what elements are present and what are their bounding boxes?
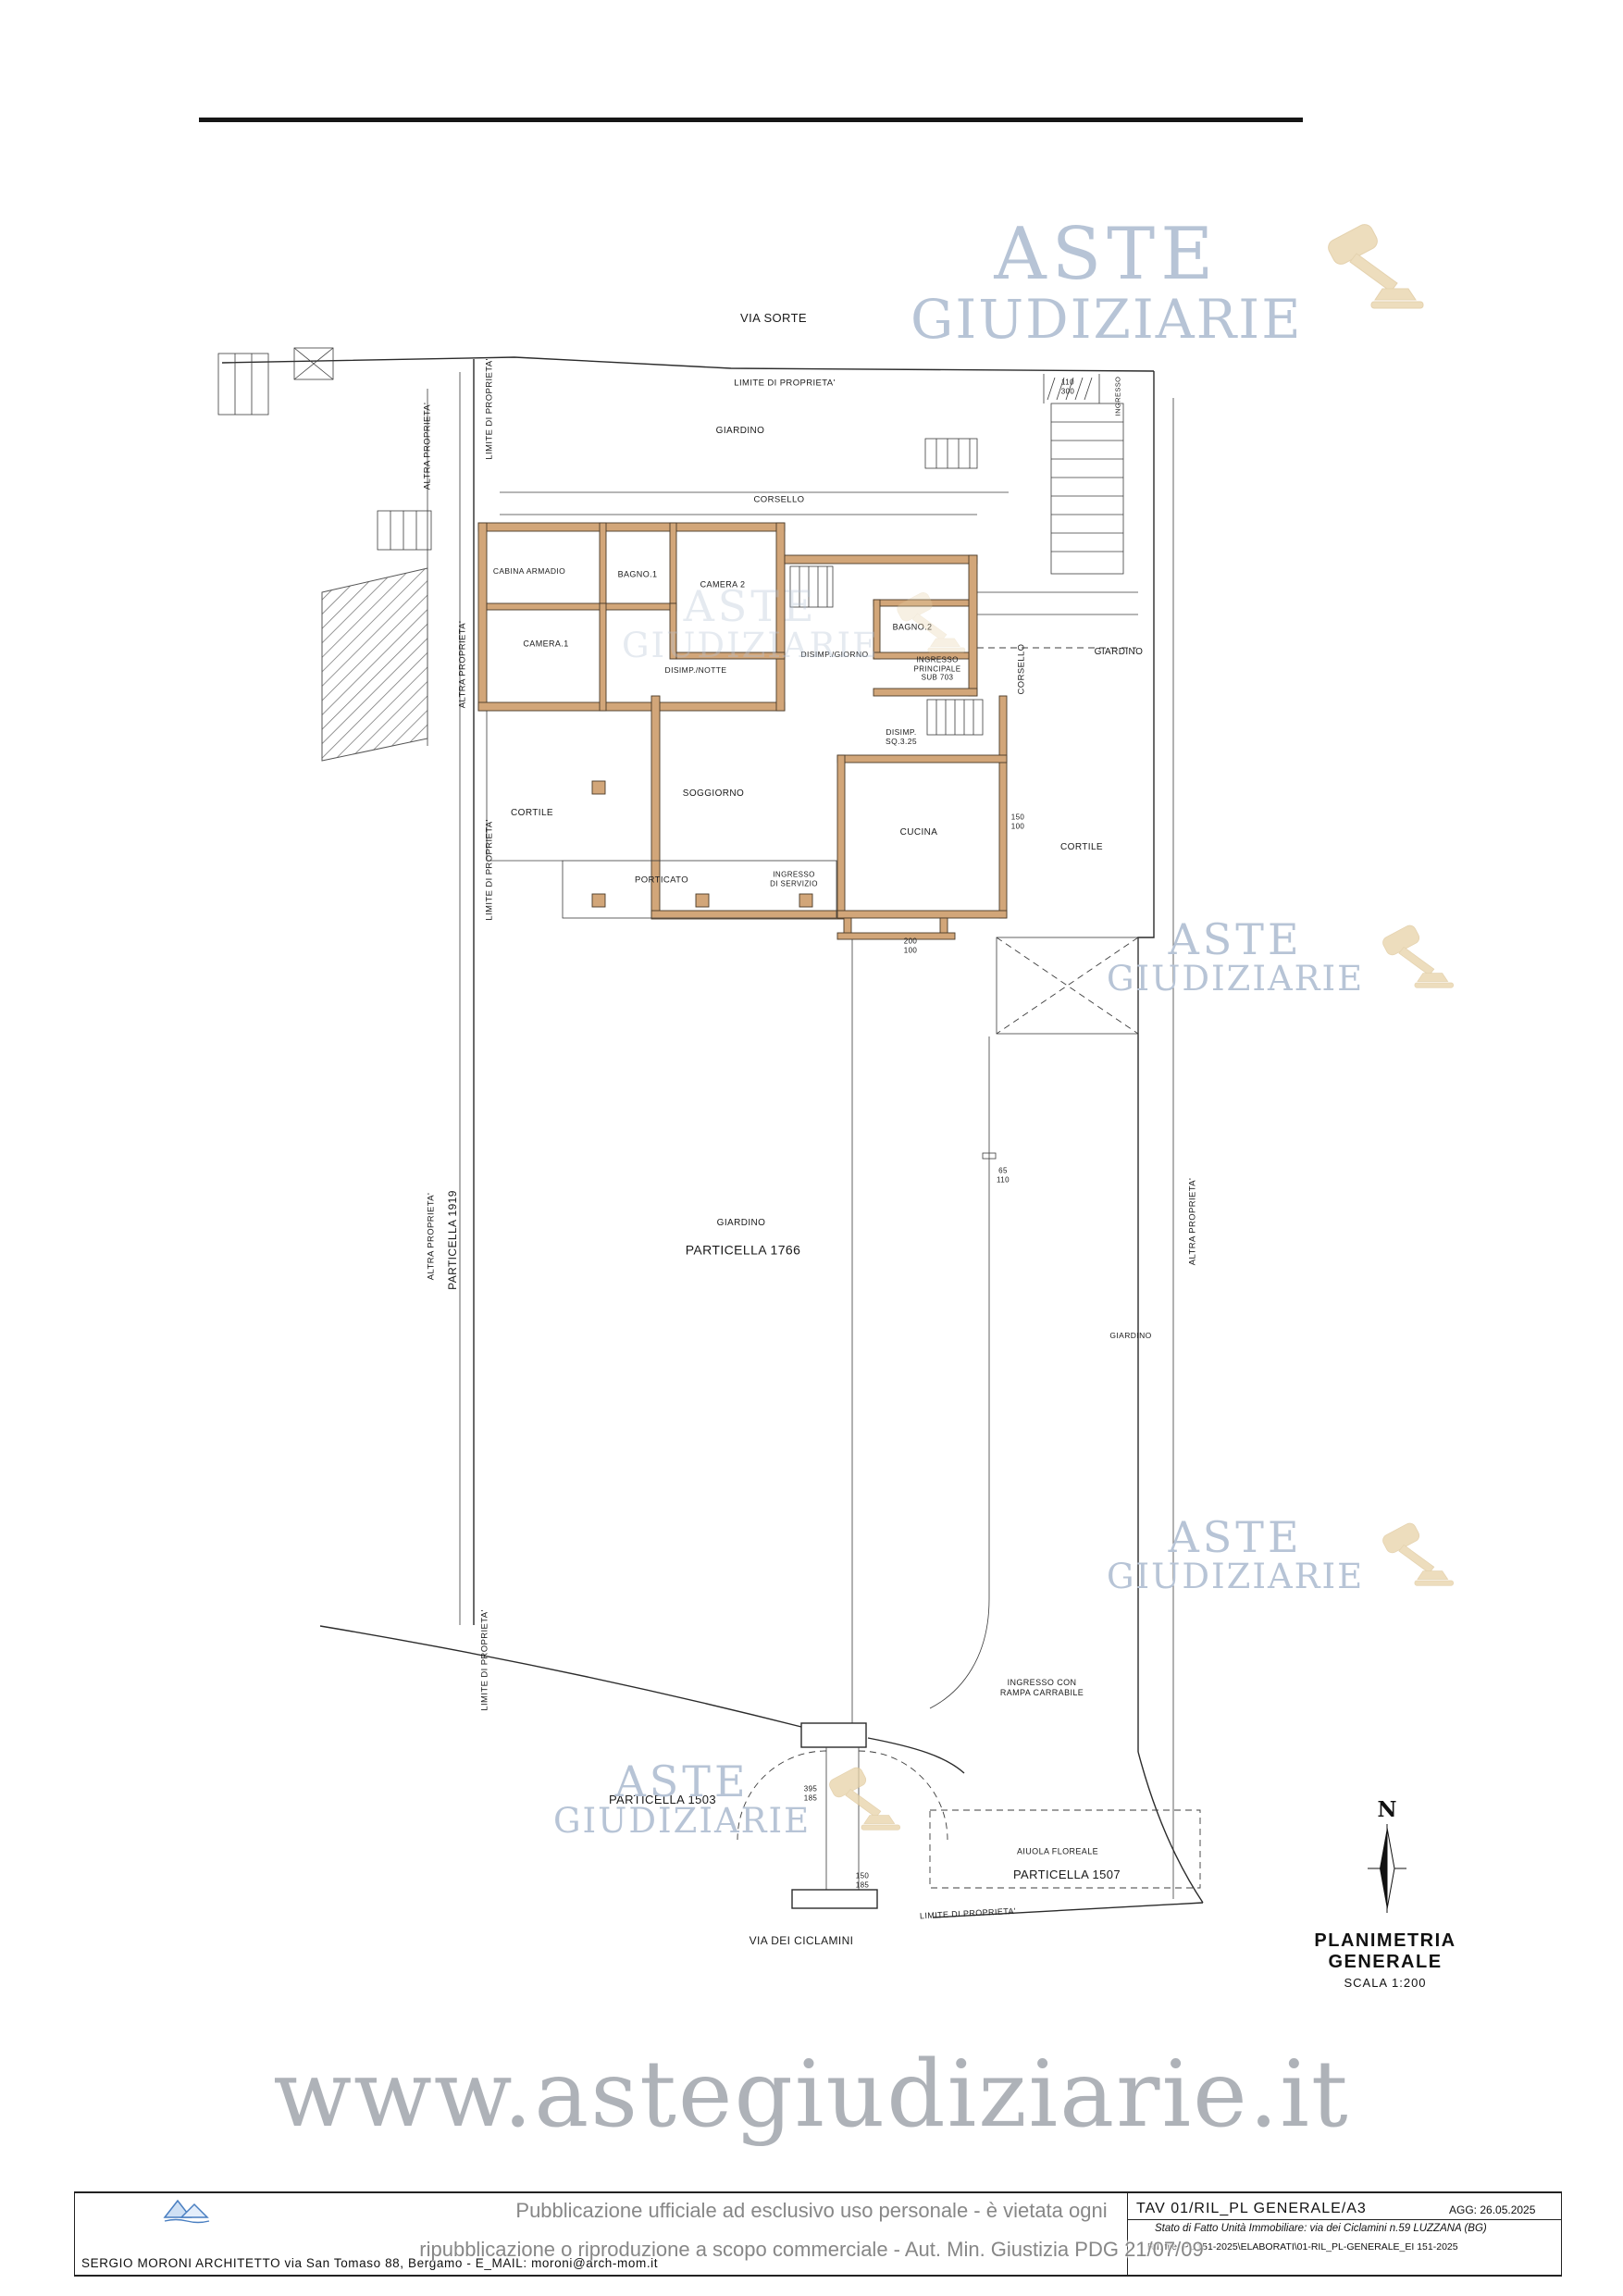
room-label-disimp-giorno: DISIMP./GIORNO <box>800 649 869 659</box>
titleblock-divider <box>1127 2191 1128 2277</box>
room-label-camera2: CAMERA 2 <box>700 579 746 590</box>
ramp-entrance-label: INGRESSO CON RAMPA CARRABILE <box>999 1678 1084 1697</box>
room-label-camera1: CAMERA.1 <box>523 639 569 649</box>
compass-icon <box>1368 1824 1406 1913</box>
north-arrow: N <box>1355 1797 1419 1919</box>
dimension-label: 110 300 <box>1060 378 1075 395</box>
plan-title-block: PLANIMETRIA GENERALE SCALA 1:200 <box>1270 1930 1501 1990</box>
architect-info: SERGIO MORONI ARCHITETTO via San Tomaso … <box>81 2256 659 2270</box>
drawing-number: TAV 01/RIL_PL GENERALE/A3 <box>1136 2201 1367 2216</box>
boundary-label: LIMITE DI PROPRIETA' <box>734 378 836 389</box>
dimension-label: 65 110 <box>997 1166 1010 1184</box>
parcel-label-1766: PARTICELLA 1766 <box>685 1242 801 1258</box>
street-label-via-sorte: VIA SORTE <box>740 311 807 326</box>
dimension-label: 395 185 <box>803 1784 818 1802</box>
room-label-disimp-sq: DISIMP. SQ.3.25 <box>886 726 917 746</box>
plan-title: PLANIMETRIA GENERALE <box>1314 1930 1456 1972</box>
boundary-label: LIMITE DI PROPRIETA' <box>484 358 495 460</box>
room-label-cucina: CUCINA <box>899 827 938 838</box>
architect-logo <box>159 2197 224 2229</box>
garden-label: GIARDINO <box>716 1218 766 1228</box>
top-border-rule <box>199 118 1303 122</box>
property-boundaries <box>221 356 1204 1918</box>
room-label-soggiorno: SOGGIORNO <box>682 788 745 799</box>
titleblock-left-rule <box>74 2191 75 2277</box>
dimension-label: 150 185 <box>855 1871 870 1889</box>
top-right-access <box>924 374 1124 575</box>
parcel-label-1919: PARTICELLA 1919 <box>445 1190 459 1290</box>
garden-label: GIARDINO <box>1094 647 1144 657</box>
driveway-and-gates <box>737 937 1201 1909</box>
other-property-label: ALTRA PROPRIETA' <box>457 620 468 709</box>
building-walls <box>477 522 1008 940</box>
garden-paths <box>500 491 1138 1723</box>
room-label-cabina-armadio: CABINA ARMADIO <box>492 565 566 576</box>
other-property-label: ALTRA PROPRIETA' <box>1187 1177 1198 1266</box>
garden-label: GIARDINO <box>715 426 765 436</box>
titleblock-bottom-rule <box>74 2275 1562 2277</box>
room-label-disimp-notte: DISIMP./NOTTE <box>664 664 727 675</box>
boundary-label: LIMITE DI PROPRIETA' <box>484 819 495 921</box>
dimension-label: 150 100 <box>1010 813 1025 830</box>
notice-line2: ripubblicazione o riproduzione a scopo c… <box>419 2238 1204 2261</box>
titleblock-sub-rule <box>1127 2219 1562 2220</box>
building-details <box>486 565 984 919</box>
titleblock-top-rule <box>74 2191 1562 2193</box>
garden-label: GIARDINO <box>1109 1330 1152 1340</box>
flowerbed-label: AIUOLA FLOREALE <box>1016 1846 1099 1856</box>
hatched-slope <box>321 567 428 762</box>
update-date: AGG: 26.05.2025 <box>1449 2203 1536 2216</box>
notice-line1: Pubblicazione ufficiale ad esclusivo uso… <box>515 2199 1108 2222</box>
driveway-lane-label: CORSELLO <box>753 494 805 505</box>
other-property-label: ALTRA PROPRIETA' <box>422 402 433 490</box>
plan-scale: SCALA 1:200 <box>1344 1976 1427 1990</box>
parcel-label-1507: PARTICELLA 1507 <box>1012 1868 1121 1882</box>
porch-label: PORTICATO <box>635 875 688 886</box>
boundary-label: LIMITE DI PROPRIETA' <box>479 1609 490 1711</box>
neighbor-structures <box>217 347 432 762</box>
drawing-subject: Stato di Fatto Unità Immobiliare: via de… <box>1155 2223 1487 2234</box>
room-label-bagno2: BAGNO.2 <box>892 622 933 632</box>
service-entrance-label: INGRESSO DI SERVIZIO <box>770 870 818 887</box>
room-label-bagno1: BAGNO.1 <box>617 569 658 579</box>
dimension-label: 200 100 <box>903 937 918 954</box>
main-entrance-label: INGRESSO PRINCIPALE SUB 703 <box>913 655 961 682</box>
courtyard-label: CORTILE <box>511 808 553 818</box>
north-label: N <box>1377 1797 1397 1822</box>
boundary-label: LIMITE DI PROPRIETA' <box>919 1905 1017 1921</box>
street-label-via-dei-ciclamini: VIA DEI CICLAMINI <box>749 1933 854 1947</box>
courtyard-label: CORTILE <box>1060 842 1103 852</box>
titleblock-right-rule <box>1561 2191 1562 2277</box>
file-reference: Rif. file: PL 151-2025\ELABORATI\01-RIL_… <box>1147 2241 1458 2253</box>
parcel-label-1503: PARTICELLA 1503 <box>608 1793 717 1807</box>
driveway-lane-label: CORSELLO <box>1016 643 1027 695</box>
other-property-label: ALTRA PROPRIETA' <box>426 1192 437 1281</box>
entrance-label: INGRESSO <box>1113 376 1122 416</box>
